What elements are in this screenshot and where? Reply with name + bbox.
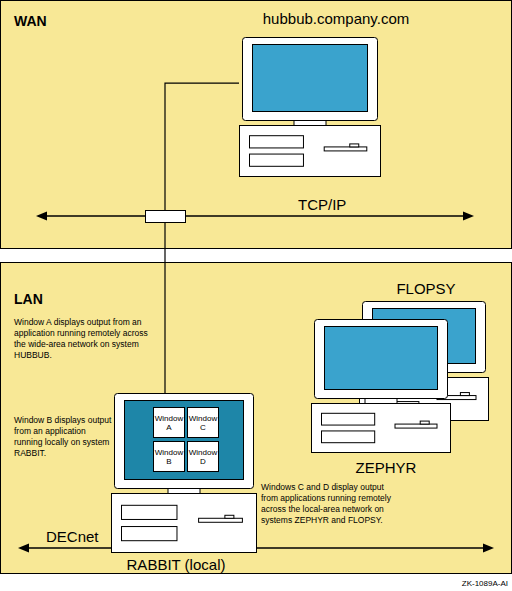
network-name: TCP/IP bbox=[298, 196, 346, 213]
system-name: FLOPSY bbox=[396, 280, 455, 297]
drive-button bbox=[225, 515, 234, 518]
computer-base bbox=[112, 494, 257, 553]
monitor-screen bbox=[125, 401, 244, 480]
drive-slot bbox=[324, 147, 367, 151]
host-computer: hubbub.company.com bbox=[239, 37, 381, 177]
monitor-screen bbox=[253, 45, 368, 112]
network-area-title: WAN bbox=[14, 13, 47, 29]
display-window: Window A bbox=[153, 407, 185, 438]
drive-slot bbox=[199, 518, 243, 522]
display-window: Window D bbox=[187, 441, 219, 472]
monitor-case bbox=[243, 38, 378, 121]
window-label: Window C bbox=[188, 414, 218, 432]
host-computer: ZEPHYR bbox=[311, 319, 451, 453]
explanatory-note: Window A displays output from an applica… bbox=[14, 317, 154, 361]
drive-slot bbox=[395, 424, 437, 428]
figure-code: ZK-1089A-AI bbox=[462, 579, 508, 589]
system-name: ZEPHYR bbox=[356, 459, 417, 476]
drive-bay bbox=[250, 136, 304, 148]
monitor-case bbox=[315, 320, 448, 399]
drive-button bbox=[350, 144, 359, 147]
computer-drawing bbox=[239, 37, 381, 177]
drive-bay bbox=[122, 505, 177, 519]
monitor-screen bbox=[325, 327, 438, 390]
drive-bay bbox=[122, 527, 177, 541]
explanatory-note: Windows C and D display output from appl… bbox=[261, 482, 401, 526]
network-area-title: LAN bbox=[14, 291, 43, 307]
drive-button bbox=[460, 393, 469, 396]
computer-base bbox=[312, 404, 451, 453]
monitor-neck bbox=[168, 489, 200, 494]
local-computer: RABBIT (local)Window AWindow CWindow BWi… bbox=[111, 393, 257, 553]
wan-panel: WAN hubbub.company.com bbox=[0, 0, 512, 249]
system-name: hubbub.company.com bbox=[263, 10, 409, 27]
system-name: RABBIT (local) bbox=[127, 556, 226, 573]
explanatory-note: Window B displays output from an applica… bbox=[14, 415, 112, 459]
display-window: Window C bbox=[187, 407, 219, 438]
computer-drawing bbox=[311, 319, 451, 453]
window-label: Window A bbox=[154, 414, 184, 432]
window-label: Window B bbox=[154, 448, 184, 466]
network-name: DECnet bbox=[46, 528, 99, 545]
drive-button bbox=[420, 421, 429, 424]
monitor-neck bbox=[294, 121, 326, 126]
drive-bay bbox=[322, 413, 375, 425]
drive-bay bbox=[322, 431, 375, 443]
drive-bay bbox=[250, 154, 304, 166]
monitor-case bbox=[115, 394, 254, 489]
monitor-neck bbox=[365, 399, 397, 404]
window-label: Window D bbox=[188, 448, 218, 466]
computer-base bbox=[240, 126, 381, 177]
display-window: Window B bbox=[153, 441, 185, 472]
